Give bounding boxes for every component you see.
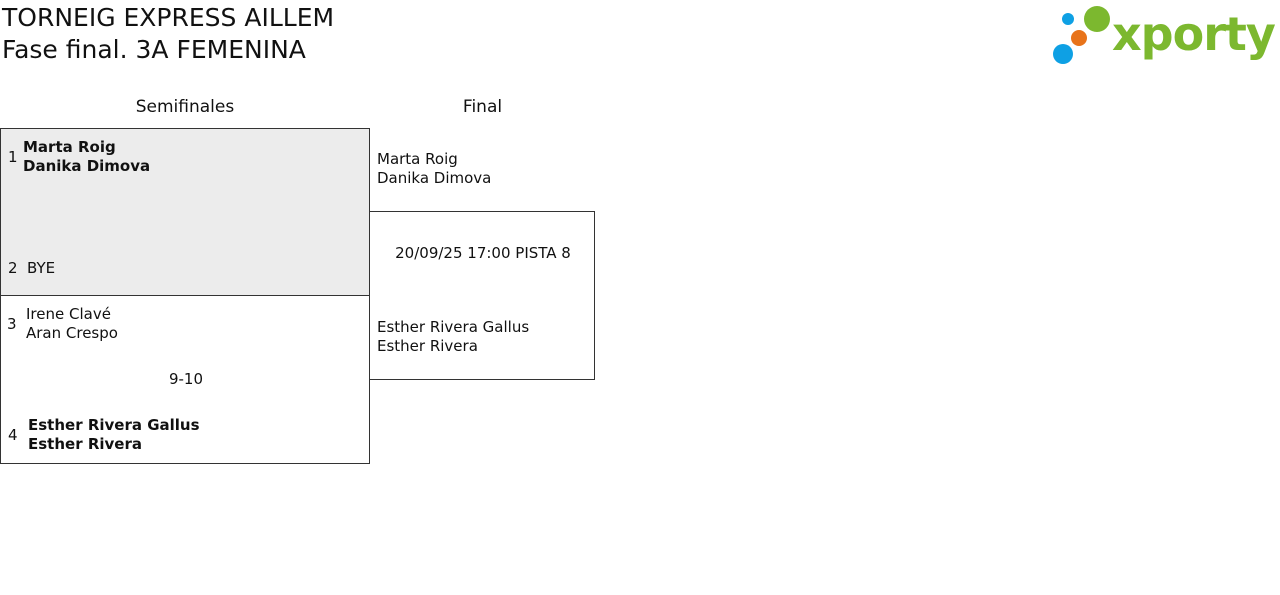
- team-winner[interactable]: Esther Rivera Gallus Esther Rivera: [28, 416, 200, 454]
- seed-number: 3: [7, 315, 17, 333]
- match-schedule: 20/09/25 17:00 PISTA 8: [395, 244, 571, 262]
- team-winner[interactable]: Marta Roig Danika Dimova: [23, 138, 150, 176]
- player-name: Aran Crespo: [26, 324, 118, 342]
- team-loser[interactable]: Irene Clavé Aran Crespo: [26, 305, 118, 343]
- round-title-final: Final: [462, 97, 503, 117]
- phase-subtitle: Fase final. 3A FEMENINA: [2, 35, 306, 64]
- team-bye: BYE: [27, 259, 55, 278]
- round-title-semifinals: Semifinales: [135, 97, 235, 117]
- bye-label: BYE: [27, 259, 56, 277]
- match-score: 9-10: [168, 370, 204, 388]
- player-name: Marta Roig: [23, 138, 116, 156]
- tournament-name: TORNEIG EXPRESS AILLEM: [2, 3, 335, 32]
- player-name: Irene Clavé: [26, 305, 111, 323]
- semifinal-match-1[interactable]: 1 Marta Roig Danika Dimova 2 BYE: [0, 128, 370, 296]
- player-name: Esther Rivera: [28, 435, 142, 453]
- player-name: Danika Dimova: [23, 157, 151, 175]
- logo-wordmark: xporty: [1112, 7, 1276, 61]
- player-name: Esther Rivera Gallus: [377, 318, 530, 336]
- xporty-logo: xporty: [1050, 4, 1276, 68]
- final-team-top[interactable]: Marta Roig Danika Dimova: [377, 150, 491, 188]
- final-team-bottom[interactable]: Esther Rivera Gallus Esther Rivera: [377, 318, 529, 356]
- player-name: Marta Roig: [377, 150, 458, 168]
- seed-number: 1: [8, 148, 18, 166]
- page-title: TORNEIG EXPRESS AILLEM Fase final. 3A FE…: [2, 2, 334, 66]
- player-name: Esther Rivera: [377, 337, 478, 355]
- semifinal-match-2[interactable]: 3 Irene Clavé Aran Crespo 9-10 4 Esther …: [0, 295, 370, 464]
- player-name: Esther Rivera Gallus: [28, 416, 200, 434]
- seed-number: 4: [8, 426, 18, 444]
- final-match[interactable]: 20/09/25 17:00 PISTA 8: [369, 211, 595, 380]
- logo-dots-icon: [1053, 6, 1110, 64]
- player-name: Danika Dimova: [377, 169, 492, 187]
- seed-number: 2: [8, 259, 18, 277]
